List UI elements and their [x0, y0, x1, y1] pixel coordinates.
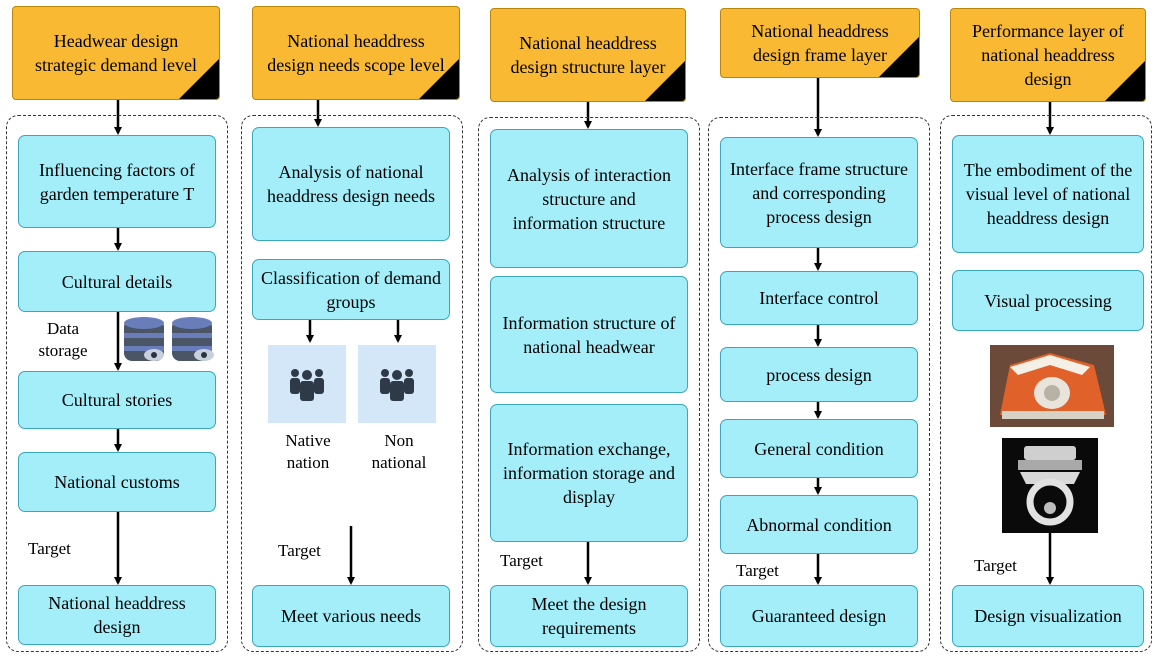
col4-box-process-design: process design [720, 347, 918, 402]
col5-target-label: Target [974, 556, 1017, 575]
header-corner-mark [879, 37, 919, 77]
column-2-header-text: National headdress design needs scope le… [267, 31, 445, 75]
column-5-header-text: Performance layer of national headdress … [972, 21, 1124, 89]
column-1-header-text: Headwear design strategic demand level [35, 31, 197, 75]
col1-box-cultural-stories: Cultural stories [18, 371, 216, 429]
col2-box-meet-needs: Meet various needs [252, 585, 450, 647]
header-corner-mark [179, 59, 219, 99]
column-5-frame [940, 115, 1152, 652]
col2-box-classification: Classification of demand groups [252, 259, 450, 320]
col3-box-interaction: Analysis of interaction structure and in… [490, 129, 688, 268]
col4-target-label: Target [736, 561, 779, 580]
database-view-icon [122, 315, 218, 365]
col5-box-visual-processing: Visual processing [952, 270, 1144, 331]
column-1-header: Headwear design strategic demand level [12, 6, 220, 100]
data-storage-label: Data storage [38, 319, 88, 360]
col1-box-factors: Influencing factors of garden temperatur… [18, 135, 216, 228]
header-corner-mark [1105, 61, 1145, 101]
group-label-native: Native nation [285, 431, 331, 472]
column-1-frame [6, 115, 228, 652]
column-3-header: National headdress design structure laye… [490, 8, 686, 102]
people-group-icon [268, 345, 346, 423]
col3-box-meet-requirements: Meet the design requirements [490, 585, 688, 647]
col5-box-design-visualization: Design visualization [952, 585, 1144, 647]
col1-box-cultural-details: Cultural details [18, 251, 216, 312]
col3-target-label: Target [500, 551, 543, 570]
col5-box-embodiment: The embodiment of the visual level of na… [952, 135, 1144, 253]
column-5-header: Performance layer of national headdress … [950, 8, 1146, 102]
col3-box-info-structure: Information structure of national headwe… [490, 276, 688, 393]
col3-box-info-exchange: Information exchange, information storag… [490, 404, 688, 542]
people-group-icon [358, 345, 436, 423]
column-3-header-text: National headdress design structure laye… [510, 33, 666, 77]
headdress-photo-silver [1002, 438, 1098, 533]
col4-box-interface-control: Interface control [720, 271, 918, 325]
col1-box-headdress-design: National headdress design [18, 585, 216, 645]
col4-box-guaranteed-design: Guaranteed design [720, 585, 918, 647]
column-3-frame [478, 117, 700, 652]
col1-box-national-customs: National customs [18, 452, 216, 512]
group-label-non-national: Non national [371, 431, 427, 472]
col4-box-general-condition: General condition [720, 419, 918, 478]
col4-box-interface-frame: Interface frame structure and correspond… [720, 137, 918, 248]
column-4-header: National headdress design frame layer [720, 8, 920, 78]
header-corner-mark [419, 59, 459, 99]
column-2-frame [241, 115, 463, 652]
header-corner-mark [645, 61, 685, 101]
col1-target-label: Target [28, 539, 71, 558]
col2-box-analysis: Analysis of national headdress design ne… [252, 127, 450, 241]
headdress-photo-orange [990, 345, 1114, 427]
col4-box-abnormal-condition: Abnormal condition [720, 495, 918, 554]
column-4-header-text: National headdress design frame layer [751, 21, 889, 65]
column-2-header: National headdress design needs scope le… [252, 6, 460, 100]
col2-target-label: Target [278, 541, 321, 560]
column-4-frame [708, 117, 930, 652]
